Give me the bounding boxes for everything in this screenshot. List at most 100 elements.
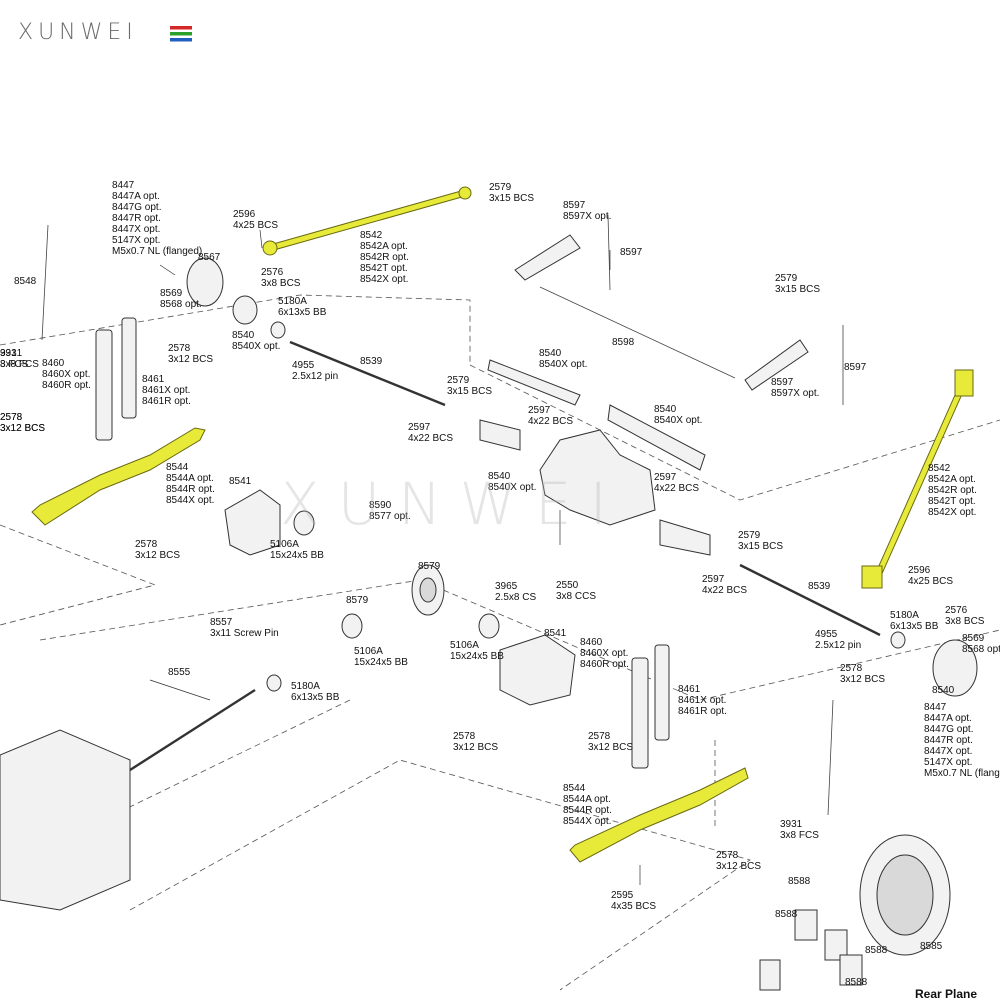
callout-line: 2597 — [654, 472, 677, 483]
callout-line: 8544R opt. — [563, 805, 612, 816]
callout-line: 2596 — [233, 209, 256, 220]
callout-line: 6x13x5 BB — [278, 307, 327, 318]
callout-line: 2597 — [408, 422, 431, 433]
callout-line: 8460R opt. — [42, 380, 91, 391]
callout-line: 4x25 BCS — [908, 576, 953, 587]
callout-line: 931 — [0, 348, 17, 359]
callout-line: 8461 — [678, 684, 701, 695]
callout-line: 8540 — [232, 330, 255, 341]
callout-line: 8540X opt. — [488, 482, 536, 493]
callout-line: 8590 — [369, 500, 392, 511]
callout: 8597 — [620, 247, 643, 258]
callout-line: 2579 — [447, 375, 470, 386]
callout-line: 8588 — [775, 909, 798, 920]
callout-line: 8447R opt. — [924, 735, 973, 746]
callout-line: 5106A — [354, 646, 383, 657]
callout-line: 8597 — [563, 200, 586, 211]
callout: 8588 — [788, 876, 811, 887]
brand-color-bars-icon — [170, 26, 192, 42]
callout-line: 4x22 BCS — [702, 585, 747, 596]
callout: 8541 — [544, 628, 567, 639]
callout-line: 4x35 BCS — [611, 901, 656, 912]
callout-line: 6x13x5 BB — [291, 692, 340, 703]
callout-line: 8540 — [539, 348, 562, 359]
callout: 8579 — [346, 595, 369, 606]
callout: 8567 — [198, 252, 221, 263]
callout-line: 2578 — [588, 731, 611, 742]
callout-line: 4x25 BCS — [233, 220, 278, 231]
callout-line: 8557 — [210, 617, 233, 628]
callout-line: 2576 — [945, 605, 968, 616]
callout-line: 2579 — [489, 182, 512, 193]
callout-line: 8542A opt. — [360, 241, 408, 252]
callout-line: 6x13x5 BB — [890, 621, 939, 632]
callout-line: 8569 — [962, 633, 985, 644]
callout-line: 2578 — [135, 539, 158, 550]
callouts: 8447 8447A opt. 8447G opt.8447R opt.8447X … — [0, 180, 1000, 1000]
callout-line: 8461X opt. — [678, 695, 726, 706]
callout-line: 8447G opt. — [924, 724, 973, 735]
callout-line: 4x22 BCS — [408, 433, 453, 444]
callout-line: 8540X opt. — [654, 415, 702, 426]
callout-line: 2578 — [453, 731, 476, 742]
callout-line: 8598 — [612, 337, 635, 348]
callout-line: 2.5x8 CS — [495, 592, 536, 603]
callout-line: 5180A — [291, 681, 320, 692]
callout-line: 8 FCS — [0, 359, 29, 370]
callout-line: 2579 — [738, 530, 761, 541]
callout: 8579 — [418, 561, 441, 572]
callout-line: 8460 — [580, 637, 603, 648]
callout-line: 2578 — [0, 412, 23, 423]
callout-line: 3x15 BCS — [447, 386, 492, 397]
callout-line: 5147X opt. — [924, 757, 972, 768]
callout-line: 3x15 BCS — [775, 284, 820, 295]
callout-line: 2597 — [702, 574, 725, 585]
callout-line: 3x8 BCS — [945, 616, 985, 627]
callout: 8539 — [360, 356, 383, 367]
callout-line: 8548 — [14, 276, 37, 287]
callout-line: 8447 — [924, 702, 947, 713]
callout: 8598 — [612, 337, 635, 348]
callout-line: 2576 — [261, 267, 284, 278]
mechanical-parts — [0, 214, 978, 991]
callout-line: 2550 — [556, 580, 579, 591]
callout-line: 2595 — [611, 890, 634, 901]
callout-line: 8542T opt. — [928, 496, 976, 507]
callout-line: Rear Plane — [915, 987, 977, 1000]
callout-line: 3x12 BCS — [588, 742, 633, 753]
callout-line: 5106A — [270, 539, 299, 550]
callout-line: 8588 — [788, 876, 811, 887]
callout-line: 8540 — [654, 404, 677, 415]
leader-lines — [149, 229, 641, 885]
callout-line: 5180A — [278, 296, 307, 307]
callout-line: 8540X opt. — [539, 359, 587, 370]
callout-line: 8597 — [771, 377, 794, 388]
callout-line: 8447X opt. — [924, 746, 972, 757]
callout: 8541 — [229, 476, 252, 487]
hubs — [186, 257, 978, 697]
shafts — [129, 286, 881, 772]
callout-line: 3x12 BCS — [0, 423, 45, 434]
callout-line: 8460 — [42, 358, 65, 369]
callout-line: 3x12 BCS — [453, 742, 498, 753]
callout-line: 5180A — [890, 610, 919, 621]
shocks-left — [95, 317, 137, 441]
callout-line: 8542 — [360, 230, 383, 241]
callout-line: 8447A opt. — [112, 191, 160, 202]
callout-line: 8542 — [928, 463, 951, 474]
